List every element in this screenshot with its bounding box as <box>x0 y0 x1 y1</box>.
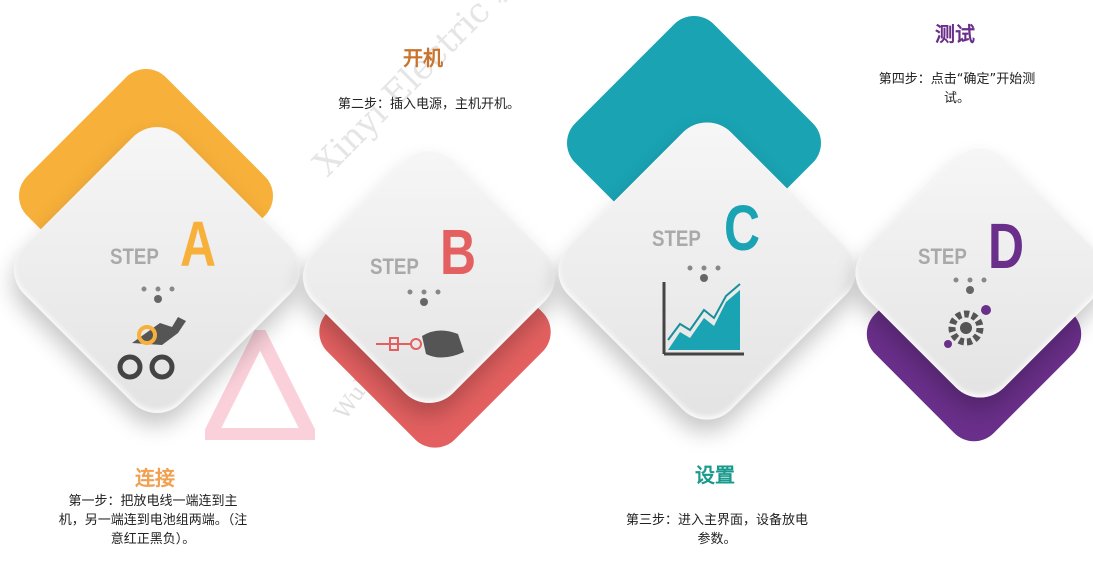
step-c-dots-icon <box>687 265 721 282</box>
hand-wrench-gears-icon <box>117 317 186 380</box>
step-b-dots-icon <box>407 289 441 306</box>
rising-chart-icon <box>662 282 744 356</box>
step-a-desc: 第一步：把放电线一端连到主机，另一端连到电池组两端。（注意红正黑负）。 <box>58 494 248 547</box>
gears-icon <box>944 305 991 348</box>
step-a-dots-icon <box>141 286 175 303</box>
step-c-desc: 第三步：进入主界面，设备放电参数。 <box>625 513 808 547</box>
step-a-title: 连接 <box>135 466 175 490</box>
step-d-label: STEP <box>918 244 967 269</box>
watermark-logo <box>205 330 315 440</box>
step-c-title: 设置 <box>695 463 735 487</box>
step-d-dots-icon <box>953 277 987 294</box>
step-b-desc: 第二步：插入电源，主机开机。 <box>337 97 520 112</box>
step-d-letter: D <box>988 210 1025 282</box>
step-c-letter: C <box>724 192 761 264</box>
step-a-letter: A <box>180 208 217 280</box>
step-c-label: STEP <box>652 226 701 251</box>
step-a-label: STEP <box>110 244 159 269</box>
watermark-text: Xinyi Electric 新仪电气 <box>305 0 603 184</box>
step-b-title: 开机 <box>403 46 443 70</box>
step-b-letter: B <box>440 216 477 288</box>
step-b-label: STEP <box>370 254 419 279</box>
step-d-title: 测试 <box>935 22 975 46</box>
watermark: Xinyi Electric 新仪电气 <box>300 0 603 185</box>
hand-plug-icon <box>376 330 464 358</box>
step-d-desc: 第四步：点击“确定”开始测试。 <box>878 72 1036 106</box>
